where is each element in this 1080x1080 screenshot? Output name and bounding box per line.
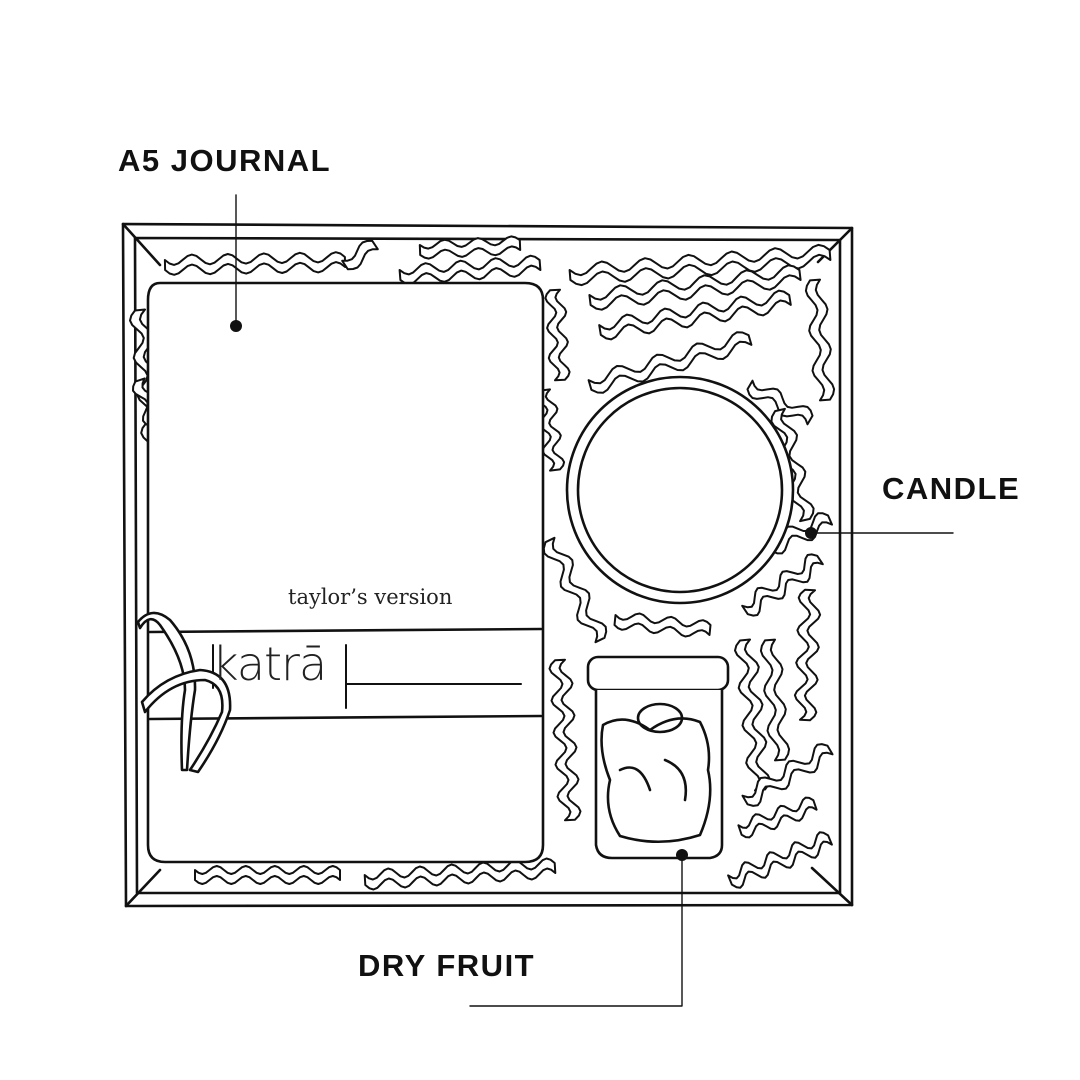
paper-shred — [418, 235, 522, 260]
dry-fruit-jar — [586, 655, 730, 860]
candle-lid — [565, 375, 795, 605]
paper-shred — [793, 588, 822, 722]
paper-shreds — [129, 235, 836, 891]
label-a5-journal: A5 JOURNAL — [118, 143, 332, 178]
paper-shred — [804, 278, 836, 402]
label-dry-fruit: DRY FRUIT — [358, 948, 536, 983]
paper-shred — [741, 553, 824, 617]
paper-shred — [746, 379, 814, 426]
ribbon — [136, 611, 232, 774]
box-outline — [121, 222, 854, 908]
journal — [146, 281, 545, 864]
paper-shred — [588, 264, 802, 311]
paper-shred — [398, 254, 542, 286]
paper-shred — [759, 638, 791, 762]
paper-shred — [548, 658, 582, 822]
paper-shred — [598, 289, 792, 341]
paper-shred — [568, 243, 832, 287]
journal-marker-dot — [230, 320, 242, 332]
paper-shred — [727, 831, 833, 889]
paper-shred — [341, 239, 379, 271]
paper-shred — [613, 612, 712, 638]
journal-brand-logo: katrā — [212, 637, 327, 691]
paper-shred — [363, 857, 557, 891]
paper-shred — [194, 865, 341, 885]
paper-shred — [734, 638, 771, 792]
paper-shred — [741, 743, 834, 807]
dry-fruit-marker-dot — [676, 849, 688, 861]
paper-shred — [587, 331, 753, 394]
journal-subtitle: taylor’s version — [288, 585, 453, 609]
paper-shred — [737, 796, 818, 839]
paper-shred — [544, 288, 571, 382]
label-candle: CANDLE — [882, 471, 1021, 506]
dry-fruit-leader-line — [469, 854, 683, 1007]
leader-lines — [235, 194, 954, 1007]
paper-shred — [163, 251, 347, 276]
paper-shred — [542, 536, 608, 644]
candle-marker-dot — [805, 527, 817, 539]
